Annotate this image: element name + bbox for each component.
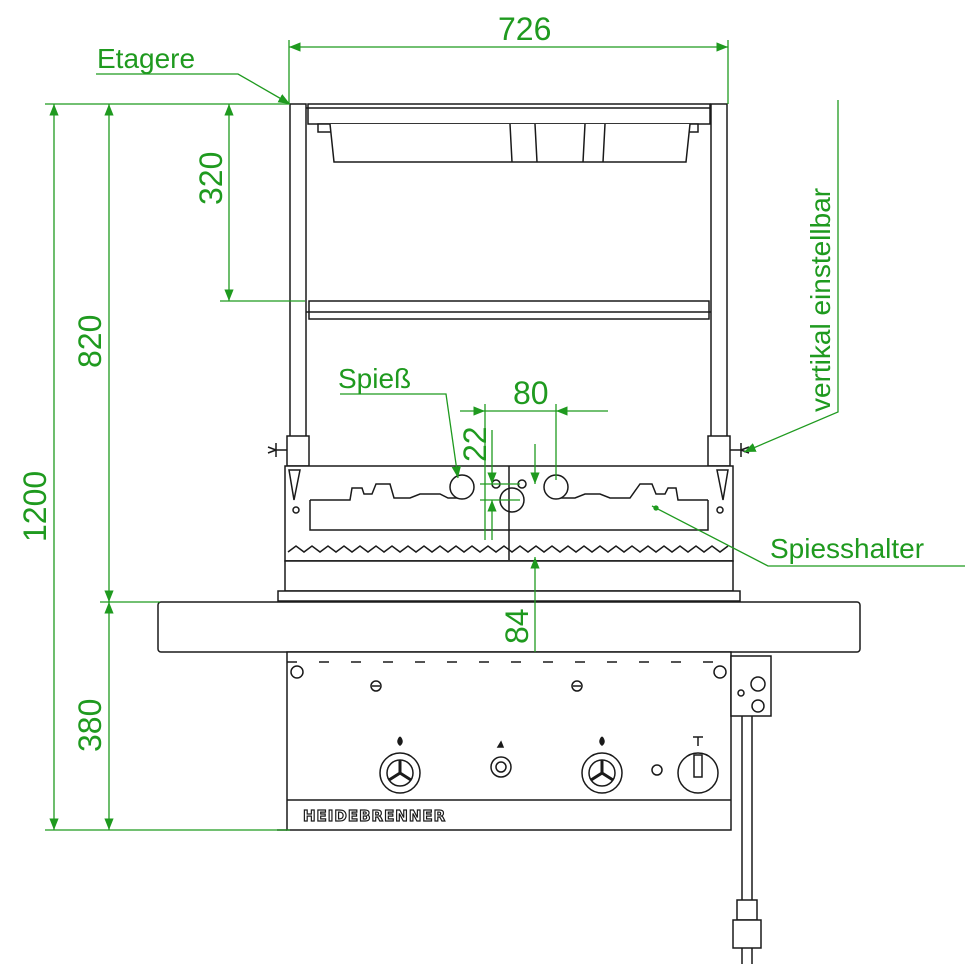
- dimension-labels: 726 Etagere 320 820 1200 380 vertikal ei…: [17, 11, 924, 752]
- control-panel: [379, 736, 719, 794]
- etagere-tray: [305, 103, 712, 163]
- dim-height-84: 84: [499, 608, 535, 644]
- lower-cabinet: [277, 651, 732, 831]
- grill-base: [277, 560, 741, 602]
- label-etagere: Etagere: [97, 43, 195, 74]
- dim-height-1200: 1200: [17, 471, 53, 542]
- spark-icon: [496, 740, 505, 748]
- flame-icon: [397, 736, 403, 746]
- dimension-lines: [45, 40, 965, 831]
- label-spit-holder: Spiesshalter: [770, 533, 924, 564]
- dim-height-380: 380: [72, 699, 108, 752]
- knob-left[interactable]: [379, 736, 421, 794]
- etagere-posts: [267, 103, 750, 467]
- indicator-light: [651, 764, 663, 776]
- ignition-button[interactable]: [490, 740, 512, 778]
- label-vertical-adjustable: vertikal einstellbar: [805, 188, 836, 412]
- brand-name: HEIDEBRENNER: [303, 807, 446, 825]
- knob-right[interactable]: [581, 736, 623, 794]
- label-spit: Spieß: [338, 363, 411, 394]
- dim-height-22: 22: [457, 426, 493, 462]
- flame-icon: [599, 736, 605, 746]
- middle-shelf: [306, 300, 711, 320]
- dim-height-820: 820: [72, 315, 108, 368]
- power-plug-icon: [732, 919, 762, 949]
- junction-box: [730, 655, 772, 717]
- spit-holder: [284, 465, 734, 562]
- dim-spacing-80: 80: [513, 375, 549, 411]
- power-cable: [732, 716, 762, 964]
- machine-outline: [157, 103, 861, 964]
- motor-switch[interactable]: [677, 736, 719, 794]
- dim-height-320: 320: [193, 152, 229, 205]
- dim-width-726: 726: [498, 11, 551, 47]
